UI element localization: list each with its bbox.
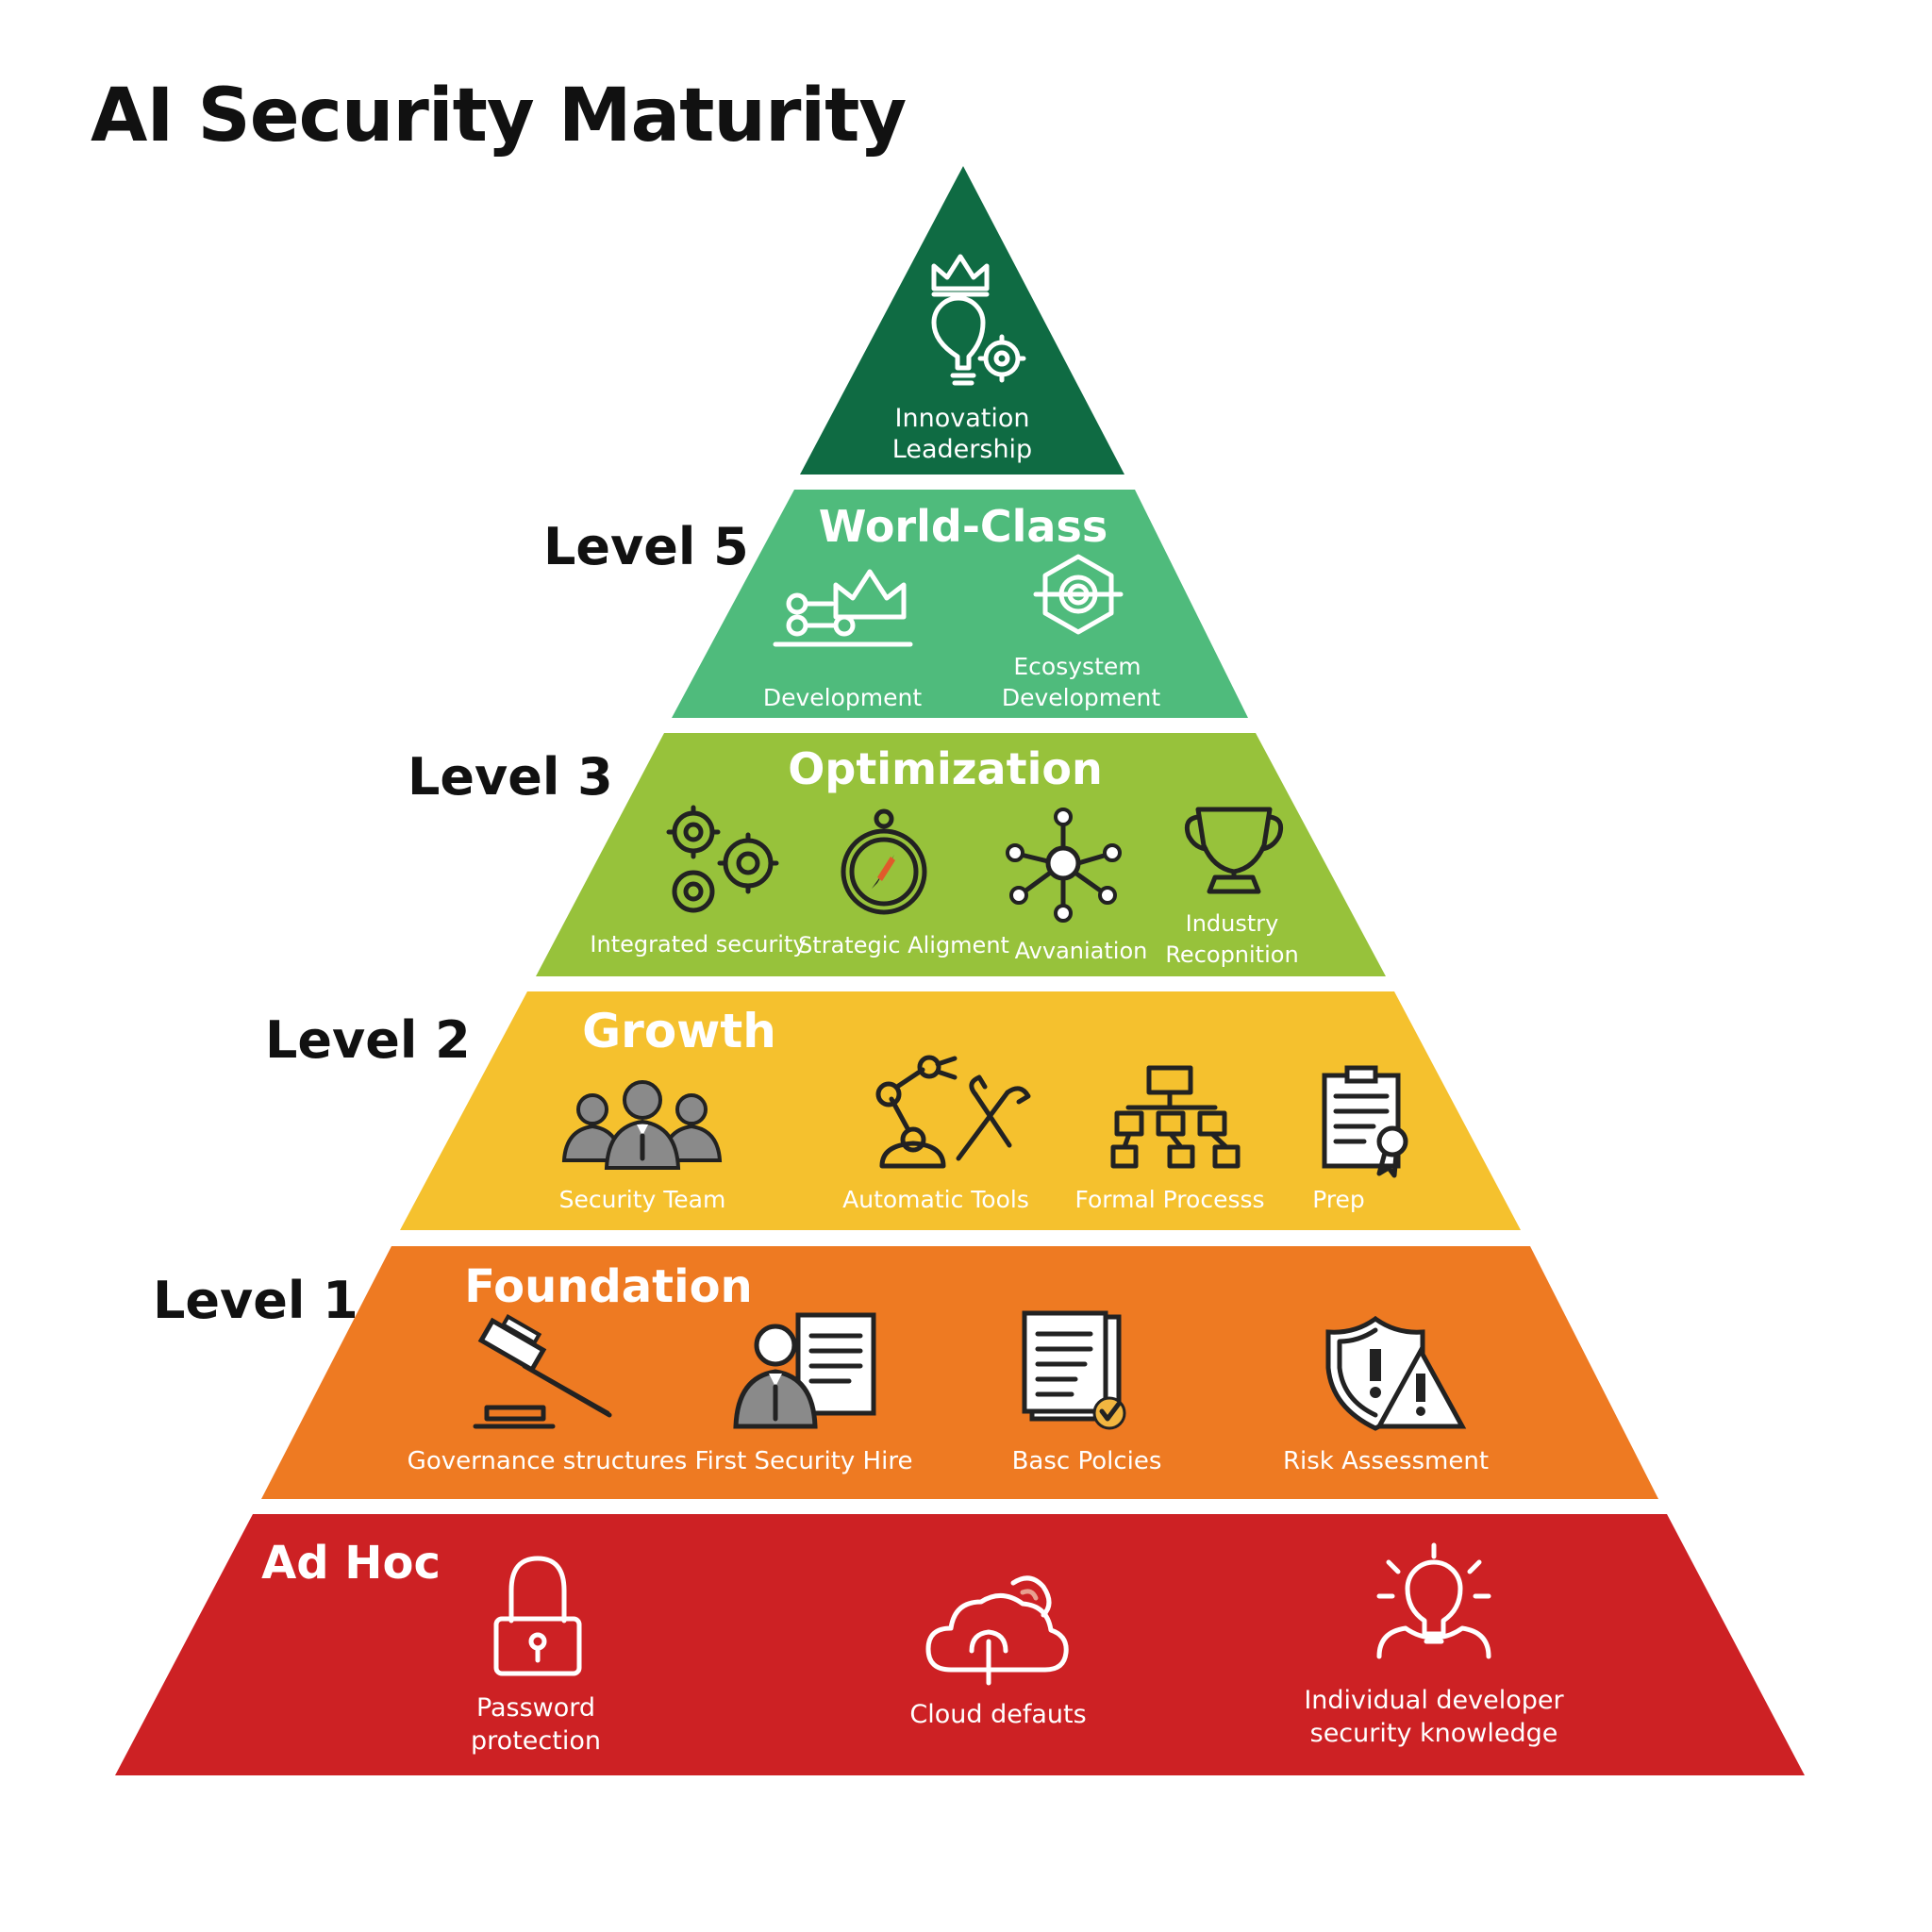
crown-icon xyxy=(931,254,990,297)
team-icon xyxy=(561,1080,723,1170)
item-label: Avvaniation xyxy=(1015,938,1148,964)
item-label: Development xyxy=(1002,684,1160,711)
level-label-1: Level 1 xyxy=(153,1271,358,1330)
page-title: AI Security Maturity xyxy=(91,74,907,158)
idea-person-icon xyxy=(1376,1542,1491,1659)
hub-network-icon xyxy=(1006,808,1122,923)
item-label: Cloud defauts xyxy=(909,1700,1086,1729)
item-label: First Security Hire xyxy=(695,1447,913,1475)
tier-band-optimization xyxy=(536,733,1386,976)
network-crown-icon xyxy=(773,569,913,647)
tier-title-ad-hoc: Ad Hoc xyxy=(261,1537,441,1590)
tier-band-foundation xyxy=(261,1246,1658,1499)
item-label: Ecosystem xyxy=(1013,653,1141,680)
item-label: Industry xyxy=(1186,910,1279,937)
org-chart-icon xyxy=(1110,1065,1241,1169)
tier-title-growth: Growth xyxy=(582,1004,776,1058)
trophy-icon xyxy=(1184,807,1284,894)
gears-icon xyxy=(666,805,779,913)
item-label: Automatic Tools xyxy=(842,1186,1029,1213)
compass-icon xyxy=(841,808,927,915)
tier-title-optimization: Optimization xyxy=(788,743,1102,794)
item-label: Risk Assessment xyxy=(1283,1447,1489,1475)
item-label: Innovation xyxy=(895,404,1030,433)
robot-arm-tools-icon xyxy=(875,1055,1031,1169)
tier-title-world-class: World-Class xyxy=(819,501,1108,552)
lightbulb-gear-icon xyxy=(931,295,1026,386)
item-label: Integrated security xyxy=(590,931,806,958)
item-label: protection xyxy=(471,1726,601,1756)
gavel-icon xyxy=(473,1313,612,1429)
shield-warning-icon xyxy=(1325,1315,1467,1431)
ecosystem-icon xyxy=(1033,554,1124,635)
item-label: Prep xyxy=(1312,1186,1365,1213)
item-label: Development xyxy=(763,684,922,711)
padlock-icon xyxy=(493,1556,582,1676)
item-label: Security Team xyxy=(559,1186,726,1213)
level-label-2: Level 2 xyxy=(265,1010,471,1070)
cloud-icon xyxy=(925,1575,1069,1686)
level-label-5: Level 5 xyxy=(543,517,749,576)
hire-document-icon xyxy=(733,1312,876,1429)
item-label: Leadership xyxy=(892,435,1032,464)
tier-title-foundation: Foundation xyxy=(464,1260,752,1313)
clipboard-certificate-icon xyxy=(1322,1065,1408,1178)
level-label-3: Level 3 xyxy=(408,747,613,807)
policy-document-icon xyxy=(1022,1310,1126,1430)
item-label: Basc Polcies xyxy=(1012,1447,1162,1475)
item-label: security knowledge xyxy=(1310,1719,1558,1748)
tier-band-apex xyxy=(800,166,1124,475)
item-label: Governance structures xyxy=(408,1447,688,1475)
item-label: Individual developer xyxy=(1304,1686,1564,1715)
item-label: Strategic Aligment xyxy=(798,932,1009,958)
tier-band-growth xyxy=(400,991,1521,1230)
item-label: Recopnition xyxy=(1165,941,1298,968)
item-label: Formal Processs xyxy=(1074,1186,1264,1213)
tier-band-ad-hoc xyxy=(115,1514,1805,1775)
item-label: Password xyxy=(476,1693,595,1723)
tier-band-world-class xyxy=(672,490,1248,718)
